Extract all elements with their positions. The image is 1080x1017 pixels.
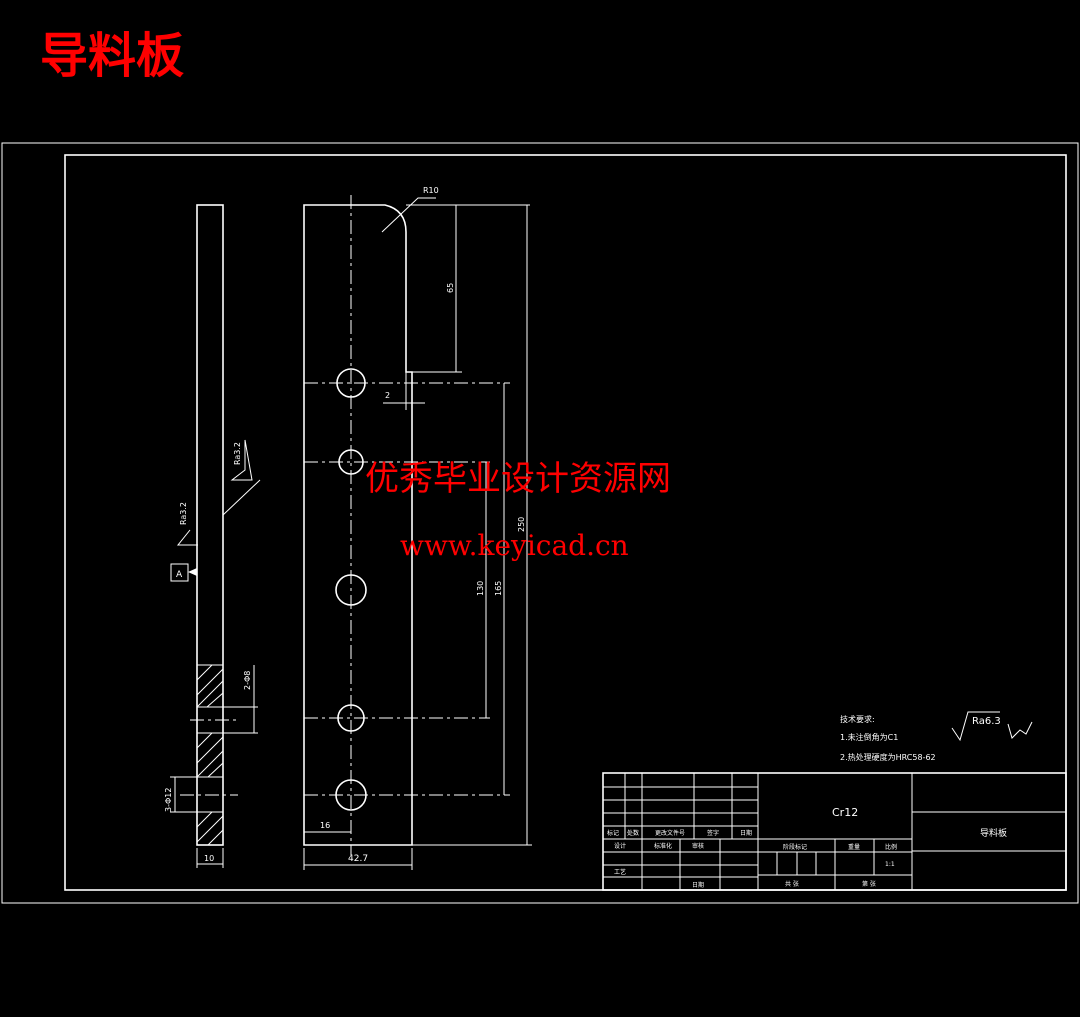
tech-requirements: 技术要求: 1.未注倒角为C1 2.热处理硬度为HRC58-62 Ra6.3 bbox=[840, 711, 1033, 762]
stage-label: 阶段标记 bbox=[783, 843, 807, 851]
overall-length-dim: 250 bbox=[517, 517, 526, 532]
datum-box bbox=[170, 563, 189, 582]
roughness-side: Ra3.2 bbox=[233, 442, 242, 465]
rev-header: 标记 bbox=[607, 829, 619, 837]
scale-label: 比例 bbox=[885, 843, 897, 851]
sign-label: 日期 bbox=[692, 881, 704, 889]
side-view: 2-Φ8 3-Φ12 10 Ra3.2 Ra3.2 A bbox=[164, 204, 261, 868]
sign-label: 标准化 bbox=[654, 842, 672, 850]
drawing-title: 导料板 bbox=[40, 28, 184, 84]
hole-a-dim: 2-Φ8 bbox=[243, 671, 252, 690]
roughness-general: Ra6.3 bbox=[972, 716, 1001, 727]
hole-b-dim: 3-Φ12 bbox=[164, 788, 173, 812]
sign-label: 工艺 bbox=[614, 868, 626, 876]
hole-span-outer: 165 bbox=[494, 581, 503, 596]
notch-dim: 2 bbox=[385, 391, 390, 400]
hole-span-inner: 130 bbox=[476, 581, 485, 596]
tech-heading: 技术要求: bbox=[840, 714, 875, 724]
weight-label: 重量 bbox=[848, 843, 860, 851]
rev-header: 日期 bbox=[740, 829, 752, 837]
material: Cr12 bbox=[832, 806, 858, 819]
scale-value: 1:1 bbox=[885, 861, 895, 868]
holes bbox=[304, 368, 510, 811]
section-hatch bbox=[196, 664, 224, 846]
tech-item: 1.未注倒角为C1 bbox=[840, 732, 898, 742]
width-dim: 42.7 bbox=[348, 854, 368, 864]
datum-label: A bbox=[176, 570, 183, 580]
sheet-number: 第 张 bbox=[862, 880, 876, 888]
inner-frame bbox=[64, 154, 1067, 891]
top-length-dim: 65 bbox=[446, 283, 455, 293]
watermark-cn: 优秀毕业设计资源网 bbox=[365, 459, 671, 499]
thickness-dim: 10 bbox=[204, 854, 214, 863]
front-view: R10 65 250 130 165 2 16 42.7 bbox=[303, 186, 532, 870]
sign-label: 设计 bbox=[614, 842, 626, 850]
part-name: 导料板 bbox=[980, 827, 1007, 839]
title-block: 标记 处数 更改文件号 签字 日期 设计 标准化 审核 工艺 日期 阶段标记 重… bbox=[602, 772, 1067, 891]
sign-label: 审核 bbox=[692, 842, 704, 850]
watermark-url: www.keyicad.cn bbox=[400, 529, 629, 562]
rev-header: 处数 bbox=[627, 829, 639, 837]
hole-offset-dim: 16 bbox=[320, 821, 330, 830]
outer-frame bbox=[1, 142, 1079, 904]
radius-dim: R10 bbox=[423, 186, 439, 195]
rev-header: 更改文件号 bbox=[655, 829, 685, 837]
roughness-face: Ra3.2 bbox=[179, 502, 188, 525]
tech-item: 2.热处理硬度为HRC58-62 bbox=[840, 752, 936, 762]
rev-header: 签字 bbox=[707, 829, 719, 837]
sheets-total: 共 张 bbox=[785, 880, 799, 888]
